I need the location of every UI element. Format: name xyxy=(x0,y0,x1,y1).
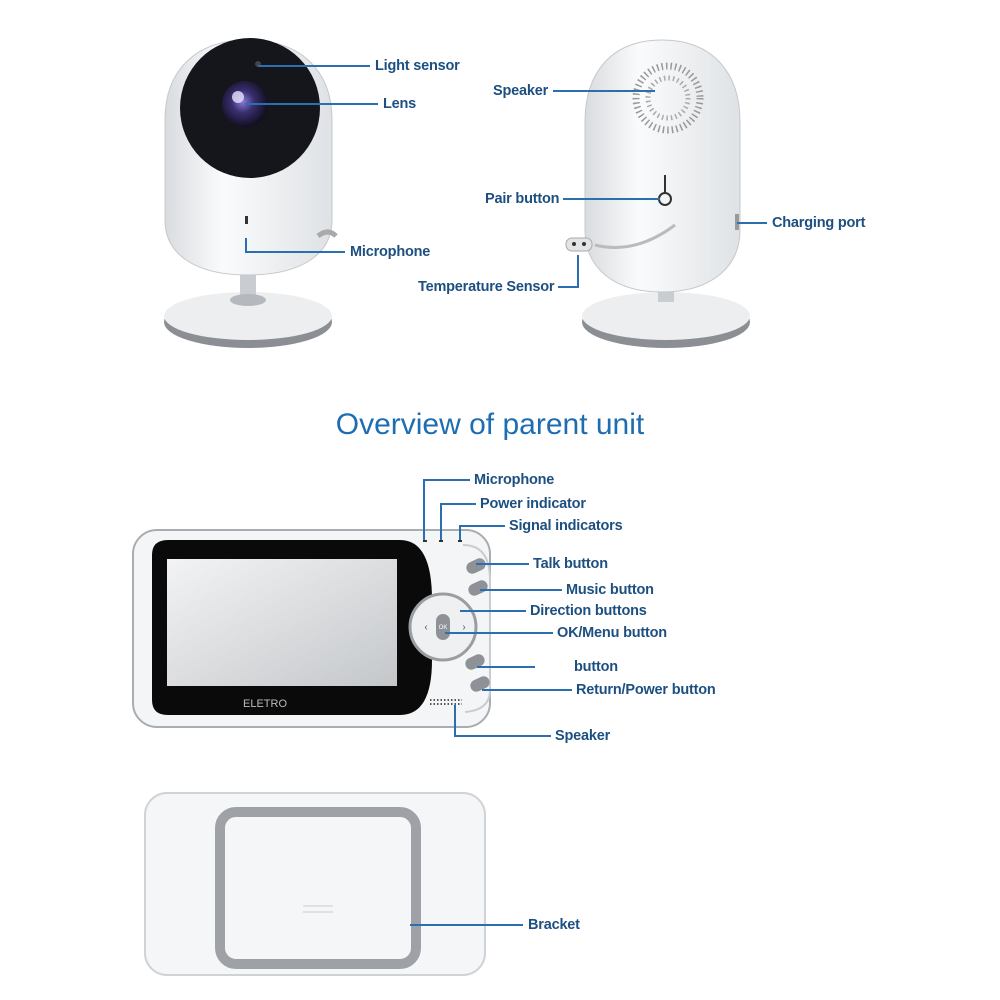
label-direction-buttons: Direction buttons xyxy=(530,603,647,619)
menu-button xyxy=(465,654,485,670)
label-charging-port: Charging port xyxy=(772,215,866,231)
label-talk-button: Talk button xyxy=(533,556,608,572)
label-parent-speaker: Speaker xyxy=(555,728,611,744)
return-power-button xyxy=(470,676,490,692)
bracket xyxy=(215,807,421,969)
speaker-grille xyxy=(632,62,704,134)
talk-button xyxy=(466,558,486,574)
label-camera-speaker: Speaker xyxy=(493,83,549,99)
svg-text:›: › xyxy=(462,622,465,633)
label-parent-microphone: Microphone xyxy=(474,472,555,488)
lcd-screen xyxy=(167,559,397,686)
parent-unit-back xyxy=(144,792,486,976)
baby-camera-back xyxy=(565,39,750,348)
section-title: Overview of parent unit xyxy=(335,408,645,441)
label-bracket: Bracket xyxy=(528,917,580,933)
temperature-sensor xyxy=(565,237,593,252)
label-unnamed-button: button xyxy=(574,659,618,675)
label-light-sensor: Light sensor xyxy=(375,58,460,74)
label-lens: Lens xyxy=(383,96,417,112)
baby-camera-front xyxy=(164,38,338,348)
leader-lines xyxy=(245,65,767,926)
label-camera-microphone: Microphone xyxy=(350,244,431,260)
brand-logo: ELETRO xyxy=(243,698,287,710)
svg-text:‹: ‹ xyxy=(424,622,427,633)
label-music-button: Music button xyxy=(566,582,654,598)
label-power-indicator: Power indicator xyxy=(480,496,586,512)
label-signal-indicators: Signal indicators xyxy=(509,518,623,534)
music-button xyxy=(468,580,488,596)
label-temperature-sensor: Temperature Sensor xyxy=(418,279,555,295)
parent-unit-front: ELETRO OK ‹ › xyxy=(132,529,491,728)
label-return-power-button: Return/Power button xyxy=(576,682,716,698)
svg-text:OK: OK xyxy=(439,625,448,631)
label-pair-button: Pair button xyxy=(485,191,560,207)
label-ok-menu-button: OK/Menu button xyxy=(557,625,667,641)
